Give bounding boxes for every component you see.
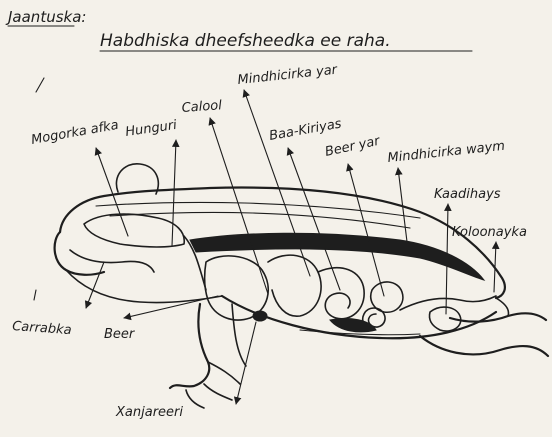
label-beer-yar: Beer yar <box>324 133 383 160</box>
mouth-cavity <box>84 214 184 247</box>
label-beer: Beer <box>104 327 136 342</box>
label-baa-kiriyas: Baa-Kiriyas <box>268 116 343 143</box>
stray-mark-1 <box>36 78 44 92</box>
arrow-calool <box>210 118 268 294</box>
arrow-carrabka <box>86 262 104 308</box>
heart <box>253 311 267 321</box>
frog-snout <box>55 232 104 275</box>
label-mindhicirka-yar: Mindhicirka yar <box>237 62 340 88</box>
arrow-xanjareeri <box>236 322 256 404</box>
label-calool: Calool <box>181 98 223 116</box>
header-label: Jaantuska: <box>5 8 86 26</box>
pancreas <box>371 282 403 312</box>
label-kaadihays: Kaadihays <box>434 187 501 202</box>
frog-front-leg <box>170 304 209 388</box>
small-intestine <box>318 268 364 319</box>
label-carrabka: Carrabka <box>12 319 72 338</box>
frog-hind-leg <box>420 336 548 356</box>
tongue <box>70 250 154 272</box>
arrow-beer-yar <box>348 164 384 296</box>
arrow-hunguri <box>172 140 176 246</box>
frog-eye <box>116 164 158 194</box>
stray-mark-2 <box>34 290 36 300</box>
stomach <box>268 255 321 316</box>
frog-vent <box>496 298 509 316</box>
arrow-beer <box>124 296 218 318</box>
arrow-baa-kiriyas <box>288 148 340 290</box>
label-mindhicirka-waym: Mindhicirka waym <box>387 139 506 166</box>
internal-organs <box>70 202 496 334</box>
diagram-title: Habdhiska dheefsheedka ee raha. <box>100 31 391 51</box>
label-koloonayka: Koloonayka <box>452 225 527 240</box>
label-xanjareeri: Xanjareeri <box>115 405 183 420</box>
arrow-mogorka-afka <box>96 148 128 236</box>
frog-front-leg-inner <box>232 304 246 366</box>
arrow-mindhicirka-waym <box>398 168 408 250</box>
label-hunguri: Hunguri <box>124 118 178 140</box>
label-mogorka-afka: Mogorka afka <box>30 118 120 148</box>
frog-hind-leg-upper <box>450 313 546 321</box>
